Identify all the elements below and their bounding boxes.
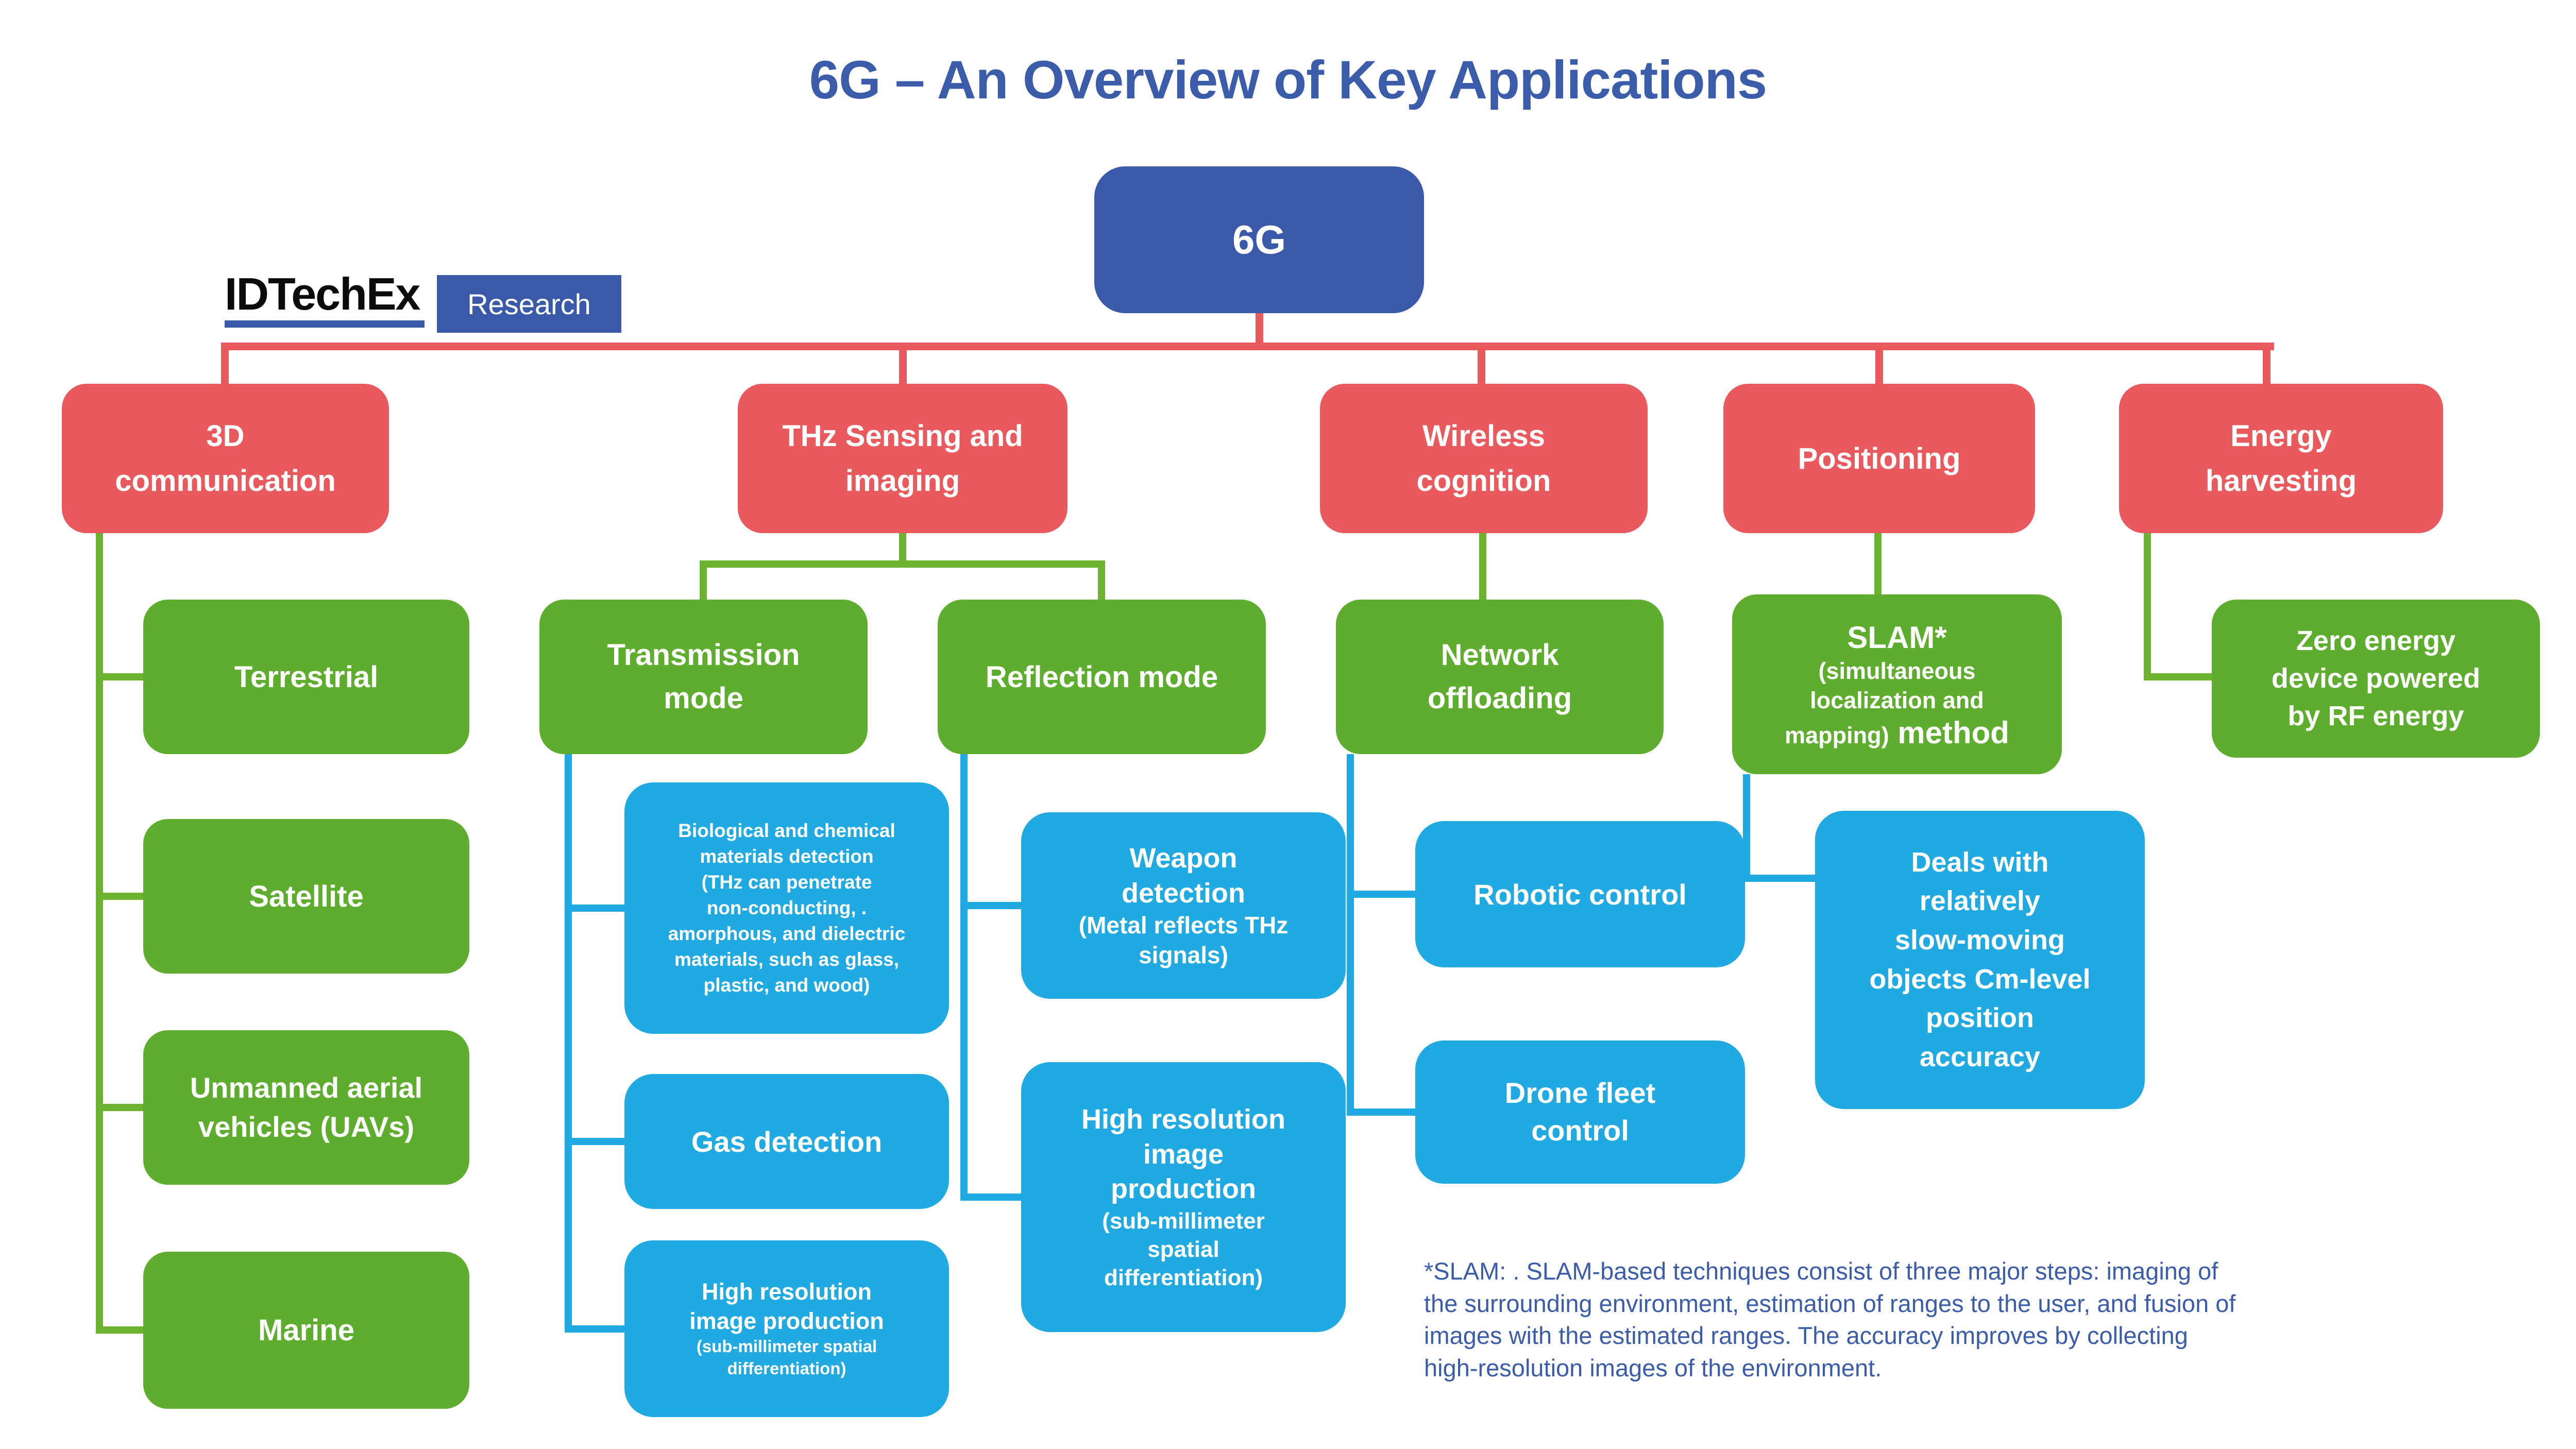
node-highres-image-transmission-main: High resolution image production	[689, 1278, 884, 1334]
node-slam-method: SLAM* (simultaneous localization and map…	[1732, 594, 2062, 774]
node-6g-root: 6G	[1094, 166, 1424, 313]
node-slam-line3: localization and	[1810, 687, 1984, 713]
idtechex-brand-text: IDTechEx	[225, 268, 420, 319]
node-highres-image-reflection-sub: (sub-millimeter spatial differentiation)	[1102, 1208, 1265, 1290]
node-network-offloading: Network offloading	[1336, 600, 1664, 754]
connector-stub-biochem	[565, 905, 626, 912]
node-marine: Marine	[143, 1252, 469, 1409]
node-energy-harvesting: Energy harvesting	[2119, 384, 2443, 533]
node-3d-communication-label: 3D communication	[115, 419, 336, 498]
node-terrestrial: Terrestrial	[143, 600, 469, 754]
connector-stub-uav	[96, 1104, 145, 1111]
node-highres-image-reflection: High resolution image production (sub-mi…	[1021, 1062, 1346, 1332]
connector-3d-trunk	[96, 533, 103, 1334]
node-wireless-cognition-label: Wireless cognition	[1416, 419, 1551, 498]
node-slam-detail: Deals with relatively slow-moving object…	[1815, 811, 2145, 1109]
connector-thz-bar	[700, 560, 1105, 568]
node-thz-sensing-imaging: THz Sensing and imaging	[738, 384, 1067, 533]
node-robotic-control-label: Robotic control	[1473, 878, 1687, 911]
node-highres-image-transmission: High resolution image production (sub-mi…	[624, 1240, 949, 1417]
connector-drop-3d	[221, 343, 229, 384]
node-positioning-label: Positioning	[1798, 441, 1961, 475]
node-gas-detection-label: Gas detection	[691, 1125, 883, 1158]
connector-stub-highres-reflection	[960, 1194, 1023, 1201]
node-reflection-mode-label: Reflection mode	[985, 660, 1218, 694]
connector-drop-network	[1479, 533, 1486, 601]
node-slam-detail-label: Deals with relatively slow-moving object…	[1869, 846, 2091, 1072]
node-energy-harvesting-label: Energy harvesting	[2205, 419, 2357, 498]
connector-stub-terrestrial	[96, 673, 145, 680]
node-satellite-label: Satellite	[249, 879, 364, 913]
node-zero-energy-device-label: Zero energy device powered by RF energy	[2271, 625, 2481, 731]
node-slam-line4-large: method	[1889, 715, 2009, 750]
connector-drop-thz	[899, 348, 907, 384]
connector-stub-gas	[565, 1138, 626, 1145]
node-weapon-detection: Weapon detection (Metal reflects THz sig…	[1021, 812, 1346, 999]
node-slam-line2: (simultaneous	[1818, 658, 1976, 685]
connector-stub-highres-transmission	[565, 1325, 626, 1333]
node-transmission-mode: Transmission mode	[539, 600, 868, 754]
node-weapon-detection-sub: (Metal reflects THz signals)	[1078, 912, 1289, 968]
node-highres-image-transmission-sub: (sub-millimeter spatial differentiation)	[696, 1336, 877, 1378]
node-thz-sensing-imaging-label: THz Sensing and imaging	[782, 419, 1023, 498]
node-slam-line4: mapping) method	[1785, 715, 2009, 751]
connector-root-drop	[1256, 312, 1263, 345]
node-network-offloading-label: Network offloading	[1427, 638, 1572, 715]
connector-drop-wireless	[1478, 348, 1485, 384]
node-uav-label: Unmanned aerial vehicles (UAVs)	[190, 1071, 423, 1143]
node-terrestrial-label: Terrestrial	[234, 660, 379, 694]
research-badge: Research	[437, 275, 621, 333]
connector-stub-robotic	[1347, 891, 1417, 898]
connector-stub-weapon	[960, 902, 1023, 909]
connector-stub-satellite	[96, 893, 145, 900]
page-title: 6G – An Overview of Key Applications	[809, 50, 1767, 110]
connector-reflection-trunk	[960, 754, 968, 1201]
connector-stub-marine	[96, 1326, 145, 1334]
node-wireless-cognition: Wireless cognition	[1320, 384, 1648, 533]
connector-drop-energy	[2263, 348, 2270, 384]
node-gas-detection: Gas detection	[624, 1074, 949, 1209]
connector-energy-trunk	[2144, 533, 2151, 680]
node-drone-fleet-control-label: Drone fleet control	[1504, 1077, 1656, 1147]
connector-drop-slam	[1874, 533, 1882, 595]
node-bio-chem-detection-label: Biological and chemical materials detect…	[668, 820, 906, 996]
node-highres-image-reflection-main: High resolution image production	[1081, 1104, 1285, 1205]
connector-drop-reflection	[1098, 560, 1105, 601]
node-weapon-detection-main: Weapon detection	[1121, 843, 1246, 909]
node-uav: Unmanned aerial vehicles (UAVs)	[143, 1030, 469, 1185]
node-satellite: Satellite	[143, 819, 469, 974]
node-slam-line4-small: mapping)	[1785, 722, 1889, 748]
connector-drop-positioning	[1875, 348, 1883, 384]
connector-stub-zero-energy	[2144, 673, 2213, 680]
idtechex-brand-underline	[225, 320, 425, 328]
connector-drop-transmission	[700, 560, 707, 601]
node-marine-label: Marine	[258, 1314, 354, 1347]
node-positioning: Positioning	[1723, 384, 2035, 533]
connector-level1-bar	[221, 343, 2274, 350]
node-zero-energy-device: Zero energy device powered by RF energy	[2212, 600, 2540, 758]
node-slam-line1: SLAM*	[1847, 620, 1947, 655]
node-bio-chem-detection: Biological and chemical materials detect…	[624, 782, 949, 1034]
node-3d-communication: 3D communication	[62, 384, 389, 533]
connector-stub-slam-detail	[1743, 875, 1817, 882]
node-reflection-mode: Reflection mode	[938, 600, 1266, 754]
node-transmission-mode-label: Transmission mode	[607, 638, 800, 715]
node-6g-root-label: 6G	[1232, 217, 1286, 262]
connector-thz-stub	[899, 533, 906, 564]
slam-footnote: *SLAM: . SLAM-based techniques consist o…	[1424, 1257, 2236, 1382]
node-robotic-control: Robotic control	[1415, 821, 1745, 967]
research-badge-label: Research	[467, 287, 591, 320]
connector-stub-drone	[1347, 1109, 1417, 1116]
connector-network-trunk	[1347, 754, 1354, 1116]
connector-transmission-trunk	[565, 754, 572, 1329]
node-drone-fleet-control: Drone fleet control	[1415, 1041, 1745, 1184]
